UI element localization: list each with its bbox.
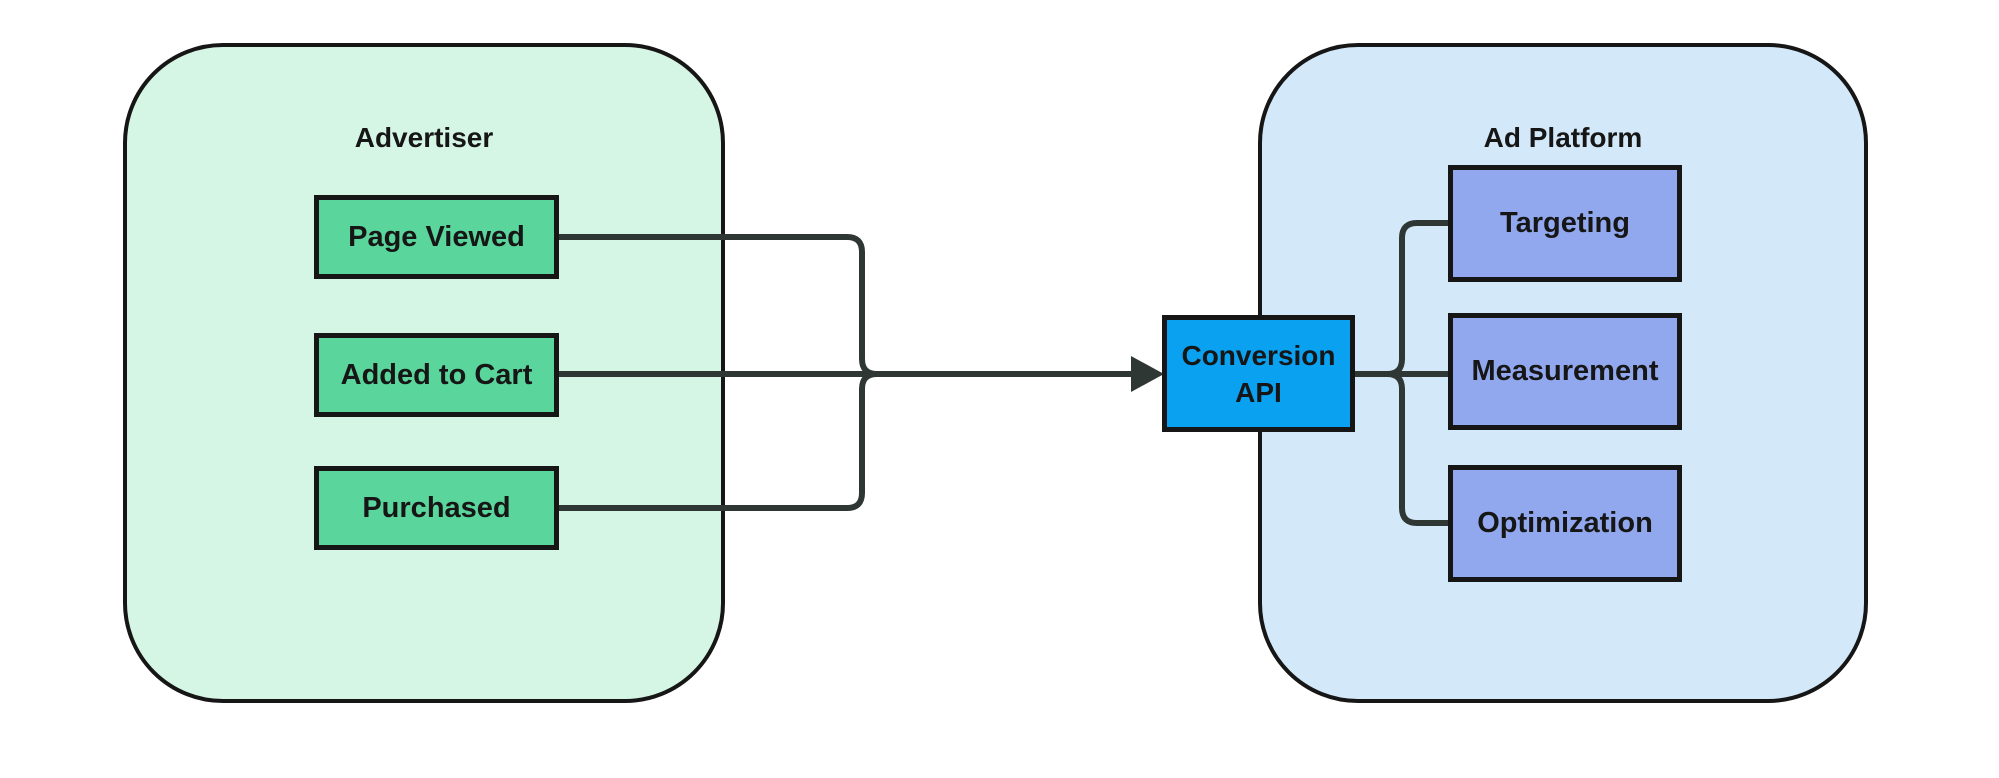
node-purchased: Purchased bbox=[314, 466, 559, 550]
node-optimization-label: Optimization bbox=[1477, 507, 1653, 539]
node-targeting-label: Targeting bbox=[1500, 207, 1630, 239]
node-conversion-api-label: Conversion API bbox=[1181, 339, 1336, 408]
advertiser-title: Advertiser bbox=[354, 122, 494, 153]
node-measurement: Measurement bbox=[1448, 313, 1682, 430]
node-optimization: Optimization bbox=[1448, 465, 1682, 582]
node-page-viewed: Page Viewed bbox=[314, 195, 559, 279]
node-conversion-api: Conversion API bbox=[1162, 315, 1355, 432]
arrowhead-into-conversion-api bbox=[1131, 356, 1164, 392]
node-measurement-label: Measurement bbox=[1471, 355, 1659, 387]
node-targeting: Targeting bbox=[1448, 165, 1682, 282]
node-added-to-cart-label: Added to Cart bbox=[340, 358, 533, 391]
node-purchased-label: Purchased bbox=[362, 491, 511, 524]
node-page-viewed-label: Page Viewed bbox=[348, 220, 525, 253]
ad-platform-title: Ad Platform bbox=[1483, 122, 1643, 153]
node-added-to-cart: Added to Cart bbox=[314, 333, 559, 417]
